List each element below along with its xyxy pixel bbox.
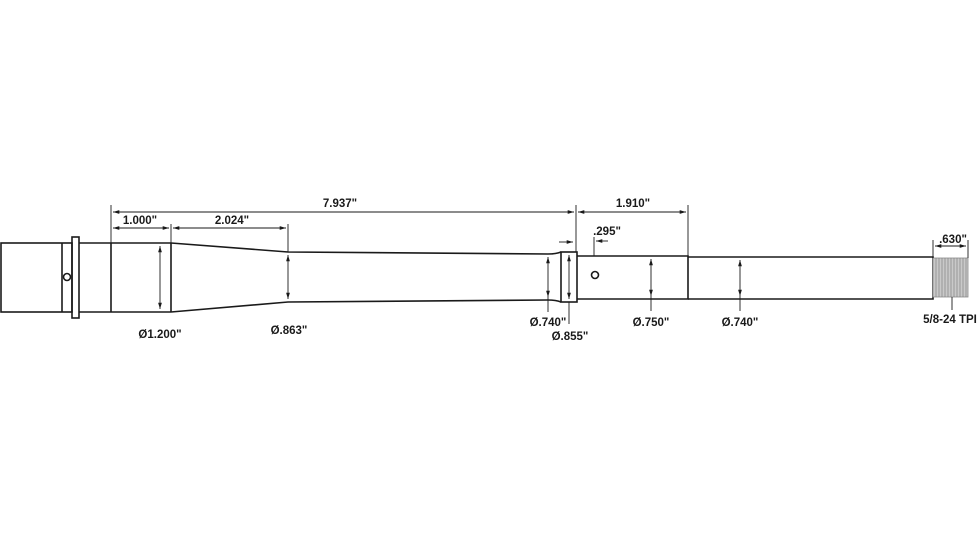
chamber-section (79, 242, 172, 313)
muzzle-section (688, 256, 934, 300)
barrel-outline (0, 236, 969, 319)
indexing-ring (71, 236, 80, 319)
taper-length-label: 2.024" (215, 215, 249, 227)
thread-spec-label: 5/8-24 TPI (923, 314, 977, 326)
gas-port-offset-label: .295" (593, 226, 621, 238)
chamber-diameter-label: Ø1.200" (138, 329, 181, 341)
shoulder-diameter-label: Ø.855" (552, 331, 589, 343)
threads (932, 257, 969, 298)
muzzle-diameter-label: Ø.740" (722, 317, 759, 329)
gas-block-journal (577, 255, 689, 300)
journal-length-label: 1.910" (616, 198, 650, 210)
journal-diameter-label: Ø.750" (633, 317, 670, 329)
taper-section (170, 242, 562, 313)
index-pin-hole (62, 272, 72, 282)
pre-shoulder-diameter-label: Ø.740" (530, 317, 567, 329)
dimensions (110, 205, 969, 324)
overall-length-label: 7.937" (323, 198, 357, 210)
thread-length-label: .630" (939, 234, 967, 246)
gas-port (590, 270, 600, 280)
taper-diameter-label: Ø.863" (271, 325, 308, 337)
section-1-label: 1.000" (123, 215, 157, 227)
